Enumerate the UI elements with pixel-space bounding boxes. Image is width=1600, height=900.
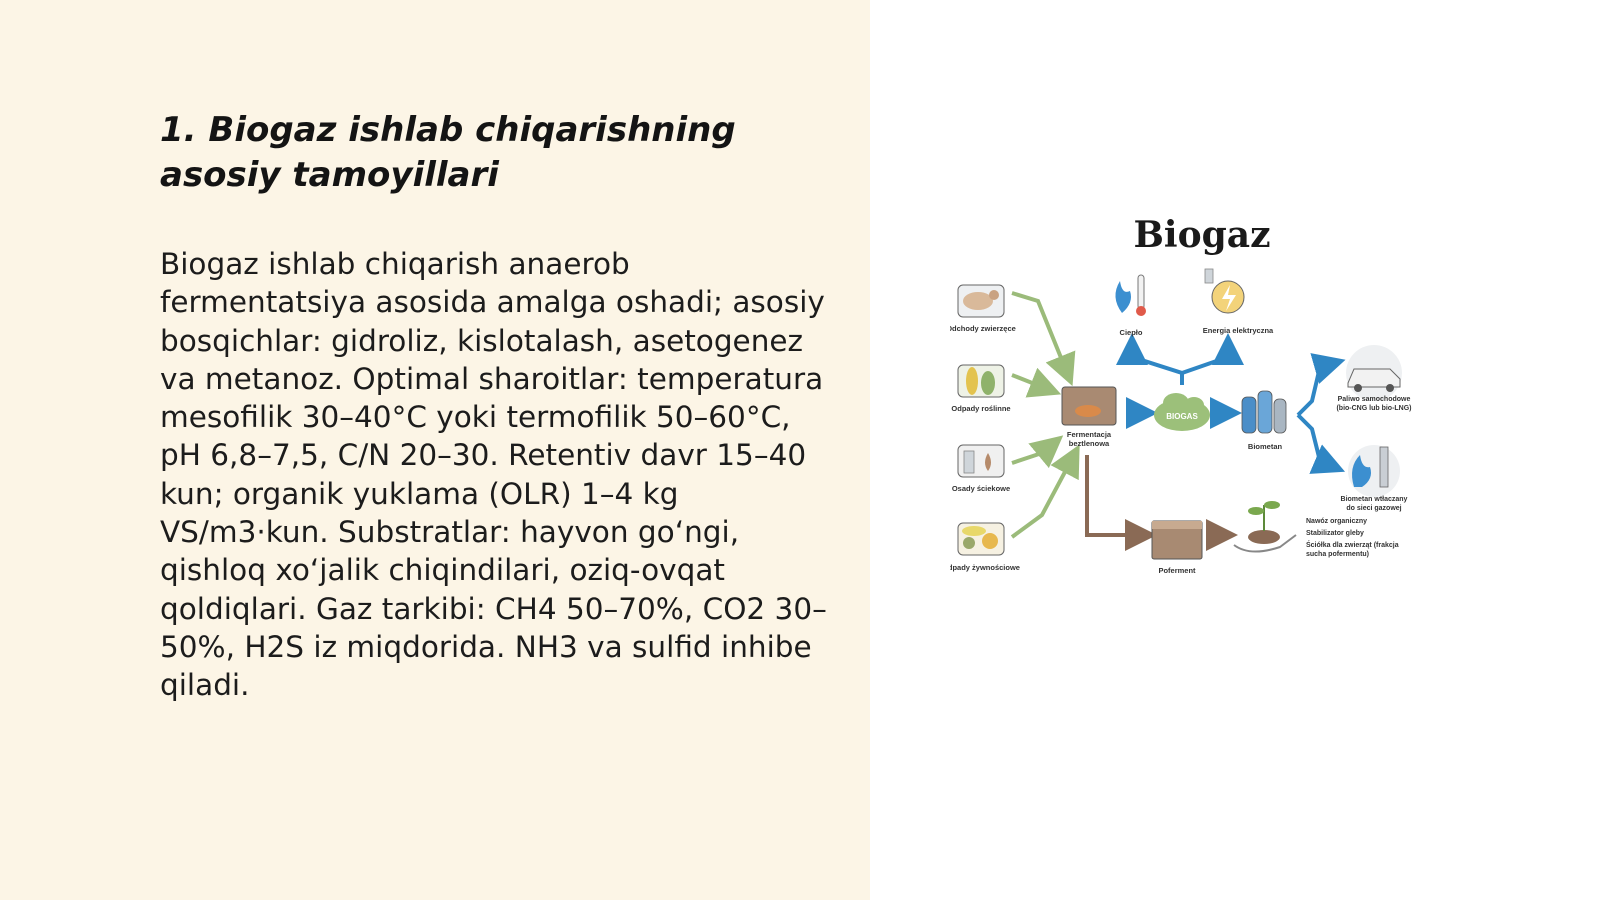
slide-body-text: Biogaz ishlab chiqarish anaerob fermenta… (160, 247, 827, 703)
biomethane-tanks-icon (1241, 390, 1287, 434)
fuel-label-line-1: Paliwo samochodowe (1338, 396, 1411, 403)
figure-title: Biogaz (1133, 214, 1270, 256)
biomethane-label: Biometan (1248, 442, 1283, 451)
text-panel: 1. Biogaz ishlab chiqarishning asosiy ta… (0, 0, 870, 900)
food-waste-icon (957, 522, 1005, 556)
plant-hand-icon (1233, 501, 1297, 553)
biogas-badge: BIOGAS (1166, 412, 1198, 421)
fermenter-label-line-2: beztlenowa (1069, 439, 1110, 448)
slide-heading: 1. Biogaz ishlab chiqarishning asosiy ta… (160, 110, 736, 195)
animal-waste-icon (957, 284, 1005, 318)
digestate-container-icon (1151, 520, 1203, 560)
digestate-arrow (1085, 455, 1157, 551)
digestate-label: Poferment (1158, 566, 1196, 575)
electricity-icon (1204, 268, 1245, 314)
input-label-sewage-sludge: Osady ściekowe (952, 484, 1010, 493)
use-item-animal-bedding: Ściółka dla zwierząt (frakcja (1306, 540, 1399, 549)
fermenter-label-line-1: Fermentacja (1067, 430, 1112, 439)
use-item-soil-stabilizer: Stabilizator gleby (1306, 530, 1364, 537)
use-item-animal-bedding-cont: sucha pofermentu) (1306, 551, 1369, 558)
use-item-fertilizer: Nawóz organiczny (1306, 518, 1367, 525)
grid-label-line-2: do sieci gazowej (1346, 505, 1401, 512)
input-label-plant-waste: Odpady roślinne (951, 404, 1010, 413)
output-label-heat: Ciepło (1120, 328, 1143, 337)
plant-waste-icon (957, 364, 1005, 398)
input-label-food-waste: Odpady żywnościowe (950, 563, 1020, 572)
biogas-process-diagram: Biogaz Odchody zwierzęce Odpady roślinne… (950, 205, 1450, 595)
input-label-animal-waste: Odchody zwierzęce (950, 324, 1016, 333)
input-arrows (1010, 291, 1080, 539)
biogas-diagram-svg: Biogaz Odchody zwierzęce Odpady roślinne… (950, 214, 1412, 575)
gas-grid-icon (1348, 445, 1400, 497)
fuel-label-line-2: (bio-CNG lub bio-LNG) (1336, 405, 1411, 412)
heat-icon (1115, 274, 1146, 316)
output-label-electricity: Energia elektryczna (1203, 326, 1274, 335)
gas-flow-arrows (1116, 333, 1346, 474)
car-icon (1346, 345, 1402, 401)
sewage-sludge-icon (957, 444, 1005, 478)
fermenter-icon (1061, 386, 1117, 426)
grid-label-line-1: Biometan wtłaczany (1341, 496, 1408, 503)
biogas-cloud-icon (1154, 393, 1210, 431)
